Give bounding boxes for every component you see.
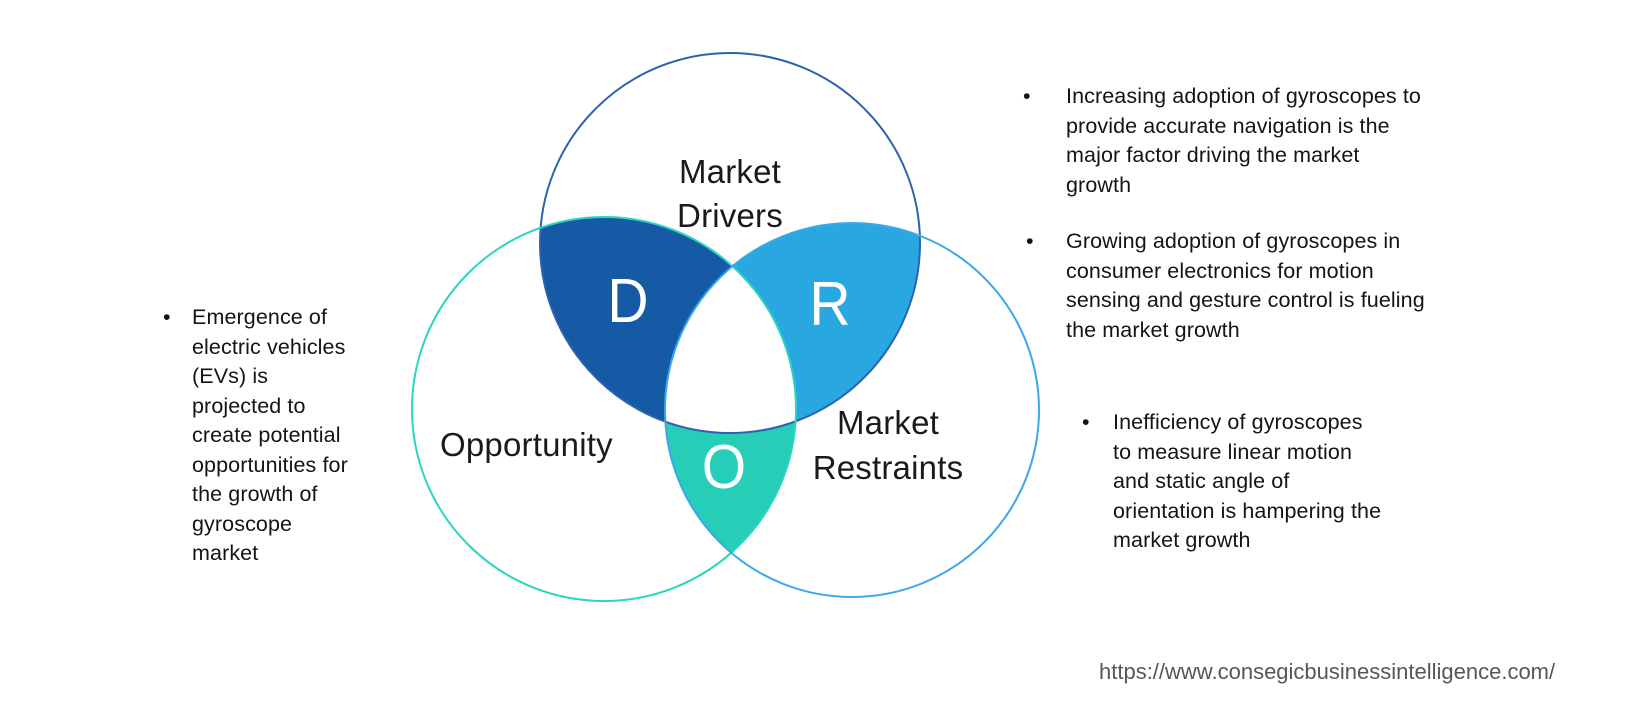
bullet-text-opportunity: Emergence of electric vehicles (EVs) is … xyxy=(192,305,348,565)
label-market-drivers: Market Drivers xyxy=(677,153,783,234)
bullet-icon: • xyxy=(1023,84,1031,108)
market-drivers-circle xyxy=(539,52,921,434)
bullet-text-driver-2: Growing adoption of gyroscopes in consum… xyxy=(1066,229,1425,342)
source-url: https://www.consegicbusinessintelligence… xyxy=(1099,659,1556,684)
bullet-icon: • xyxy=(1082,410,1090,434)
label-opportunity: Opportunity xyxy=(440,426,613,463)
bullet-text-driver-1: Increasing adoption of gyroscopes to pro… xyxy=(1066,84,1421,197)
bullet-icon: • xyxy=(1026,229,1034,253)
overlap-letter-o: O xyxy=(701,433,747,503)
overlap-letter-r: R xyxy=(809,270,851,340)
bullet-icon: • xyxy=(163,305,171,329)
bullet-text-restraint: Inefficiency of gyroscopes to measure li… xyxy=(1113,410,1382,552)
opportunity-circle xyxy=(411,216,797,602)
market-restraints-circle xyxy=(664,222,1040,598)
overlap-letter-d: D xyxy=(607,267,649,337)
label-market-restraints: Market Restraints xyxy=(812,404,964,486)
